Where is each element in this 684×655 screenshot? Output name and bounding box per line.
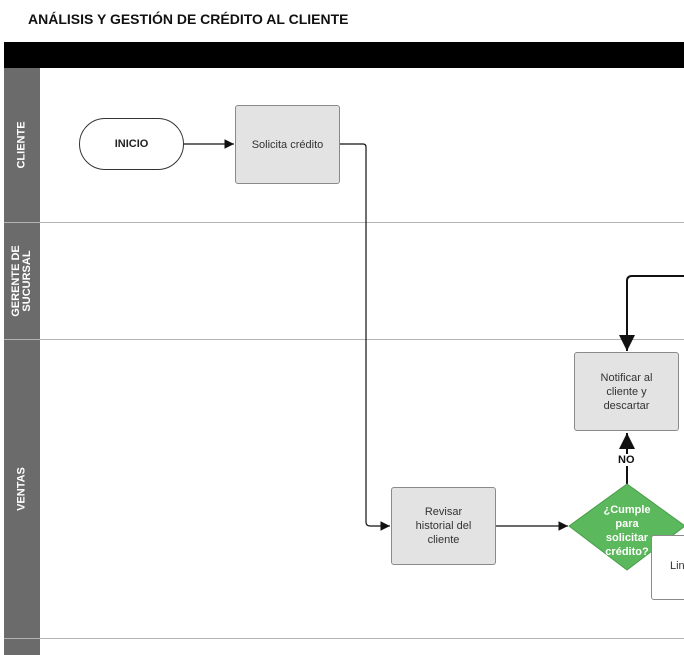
lane-sidebar-next	[4, 639, 40, 655]
partial-process-label: Lin	[670, 560, 684, 572]
decision-line4: crédito?	[605, 546, 649, 558]
process-request-credit: Solicita crédito	[235, 105, 340, 184]
decision-line1: ¿Cumple	[603, 504, 651, 516]
review-history-line1: Revisar	[424, 506, 463, 518]
lane-sidebar-ventas	[4, 340, 40, 638]
header-bar	[4, 42, 684, 68]
review-history-line2: historial del	[415, 520, 472, 532]
process-review-history: Revisar historial del cliente	[391, 487, 496, 565]
connector-manager-notify	[619, 275, 684, 351]
lane-sidebar-cliente	[4, 68, 40, 222]
partial-process-box: Lin	[651, 535, 684, 600]
review-history-line3: cliente	[427, 534, 460, 546]
notify-line3: descartar	[603, 399, 650, 412]
connector-request-review	[340, 143, 390, 531]
notify-line2: cliente y	[606, 385, 647, 398]
process-notify-discard: Notificar al cliente y descartar	[574, 352, 679, 431]
decision-label: ¿Cumple para solicitar crédito?	[592, 503, 662, 559]
connector-label-no: NO	[617, 454, 636, 466]
diagram-title: ANÁLISIS Y GESTIÓN DE CRÉDITO AL CLIENTE	[28, 11, 349, 27]
notify-line1: Notificar al	[600, 371, 653, 384]
lane-divider	[4, 222, 684, 223]
lane-divider	[4, 638, 684, 639]
decision-line2: para	[615, 518, 639, 530]
lane-divider	[4, 339, 684, 340]
lane-sidebar-gerente	[4, 223, 40, 339]
start-terminal: INICIO	[79, 118, 184, 170]
decision-line3: solicitar	[605, 532, 649, 544]
